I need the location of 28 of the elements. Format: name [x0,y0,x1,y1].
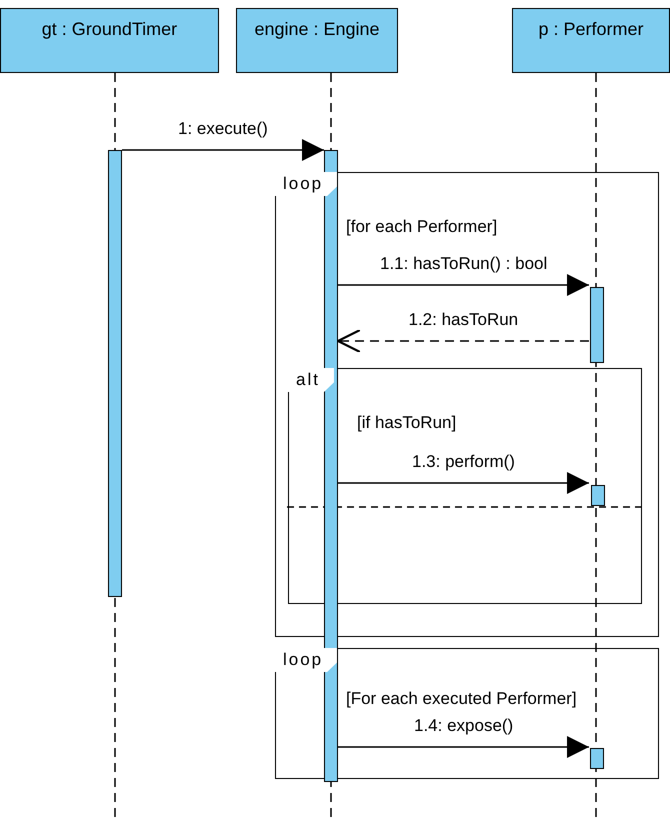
message-arrow [338,736,589,758]
return-message-arrow [336,328,589,354]
message-label: 1.1: hasToRun() : bool [378,254,550,274]
lifeline-head [236,8,398,73]
fragment-operator: loop [275,172,338,196]
guard-condition: [for each Performer] [346,217,498,237]
activation-bar [590,287,604,363]
fragment-operator: loop [275,648,338,672]
message-label: 1.3: perform() [410,452,517,472]
message-arrow [338,472,589,494]
message-label: 1.4: expose() [412,716,516,736]
lifeline-name: engine : Engine [253,19,381,40]
lifeline-head [512,8,670,73]
message-arrow [338,274,589,296]
message-label: 1: execute() [176,119,270,139]
guard-condition: [if hasToRun] [357,413,456,433]
fragment-operator: alt [288,368,334,392]
lifeline-name: gt : GroundTimer [40,19,178,40]
activation-bar [591,485,605,506]
activation-bar [324,150,338,782]
combined-fragment [288,368,642,604]
guard-condition: [For each executed Performer] [346,689,577,709]
activation-bar [108,150,122,597]
combined-fragment [275,172,659,637]
lifeline-head [0,8,219,73]
message-arrow [122,139,324,161]
activation-bar [590,748,604,769]
lifeline-name: p : Performer [537,19,645,40]
